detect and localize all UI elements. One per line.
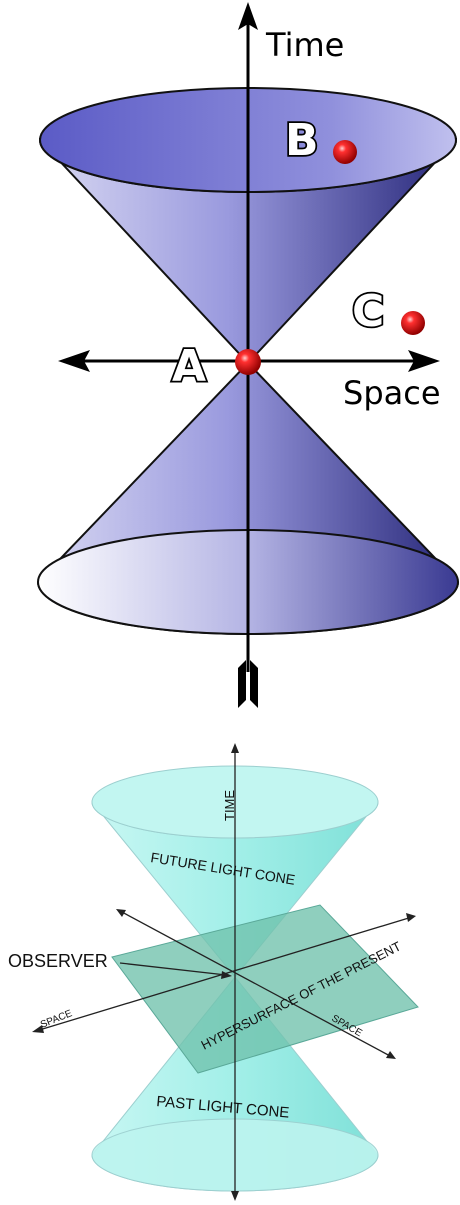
time-axis-tail <box>238 660 258 708</box>
time-axis-bottom-arrow-down <box>231 1191 239 1201</box>
point-a-label: A <box>172 341 206 392</box>
light-cone-diagram-top: Time Space A B C <box>36 2 460 708</box>
light-cone-svg-top: Time Space A B C <box>36 2 460 708</box>
observer-label: OBSERVER <box>8 951 108 971</box>
space-axis-left-arrowhead <box>58 350 90 372</box>
light-cone-svg-bottom: TIME FUTURE LIGHT CONE OBSERVER HYPERSUR… <box>8 743 419 1201</box>
space-label: Space <box>343 374 441 412</box>
light-cone-diagram-bottom: TIME FUTURE LIGHT CONE OBSERVER HYPERSUR… <box>0 735 460 1201</box>
space-axis-1-arrow-left <box>32 1025 44 1033</box>
time-axis-arrowhead <box>238 2 258 30</box>
point-b-label: B <box>285 115 319 166</box>
observer-pointer <box>119 962 227 976</box>
space-axis-2-arrow-left <box>116 909 126 917</box>
point-c-label: C <box>352 286 384 337</box>
time-label: Time <box>265 26 344 64</box>
space-label-left: SPACE <box>39 1008 74 1031</box>
space-axis-2 <box>119 910 393 1058</box>
event-point-a <box>235 349 261 375</box>
time-axis-bottom-arrow-up <box>231 743 239 753</box>
time-label-bottom: TIME <box>222 790 237 821</box>
space-axis-right-arrowhead <box>408 350 440 372</box>
space-axis-2-arrow-right <box>386 1051 396 1059</box>
event-point-c <box>401 311 425 335</box>
event-point-b <box>333 140 357 164</box>
observer-pointer-arrowhead <box>221 971 232 979</box>
space-axis-1-arrow-right <box>406 913 416 922</box>
